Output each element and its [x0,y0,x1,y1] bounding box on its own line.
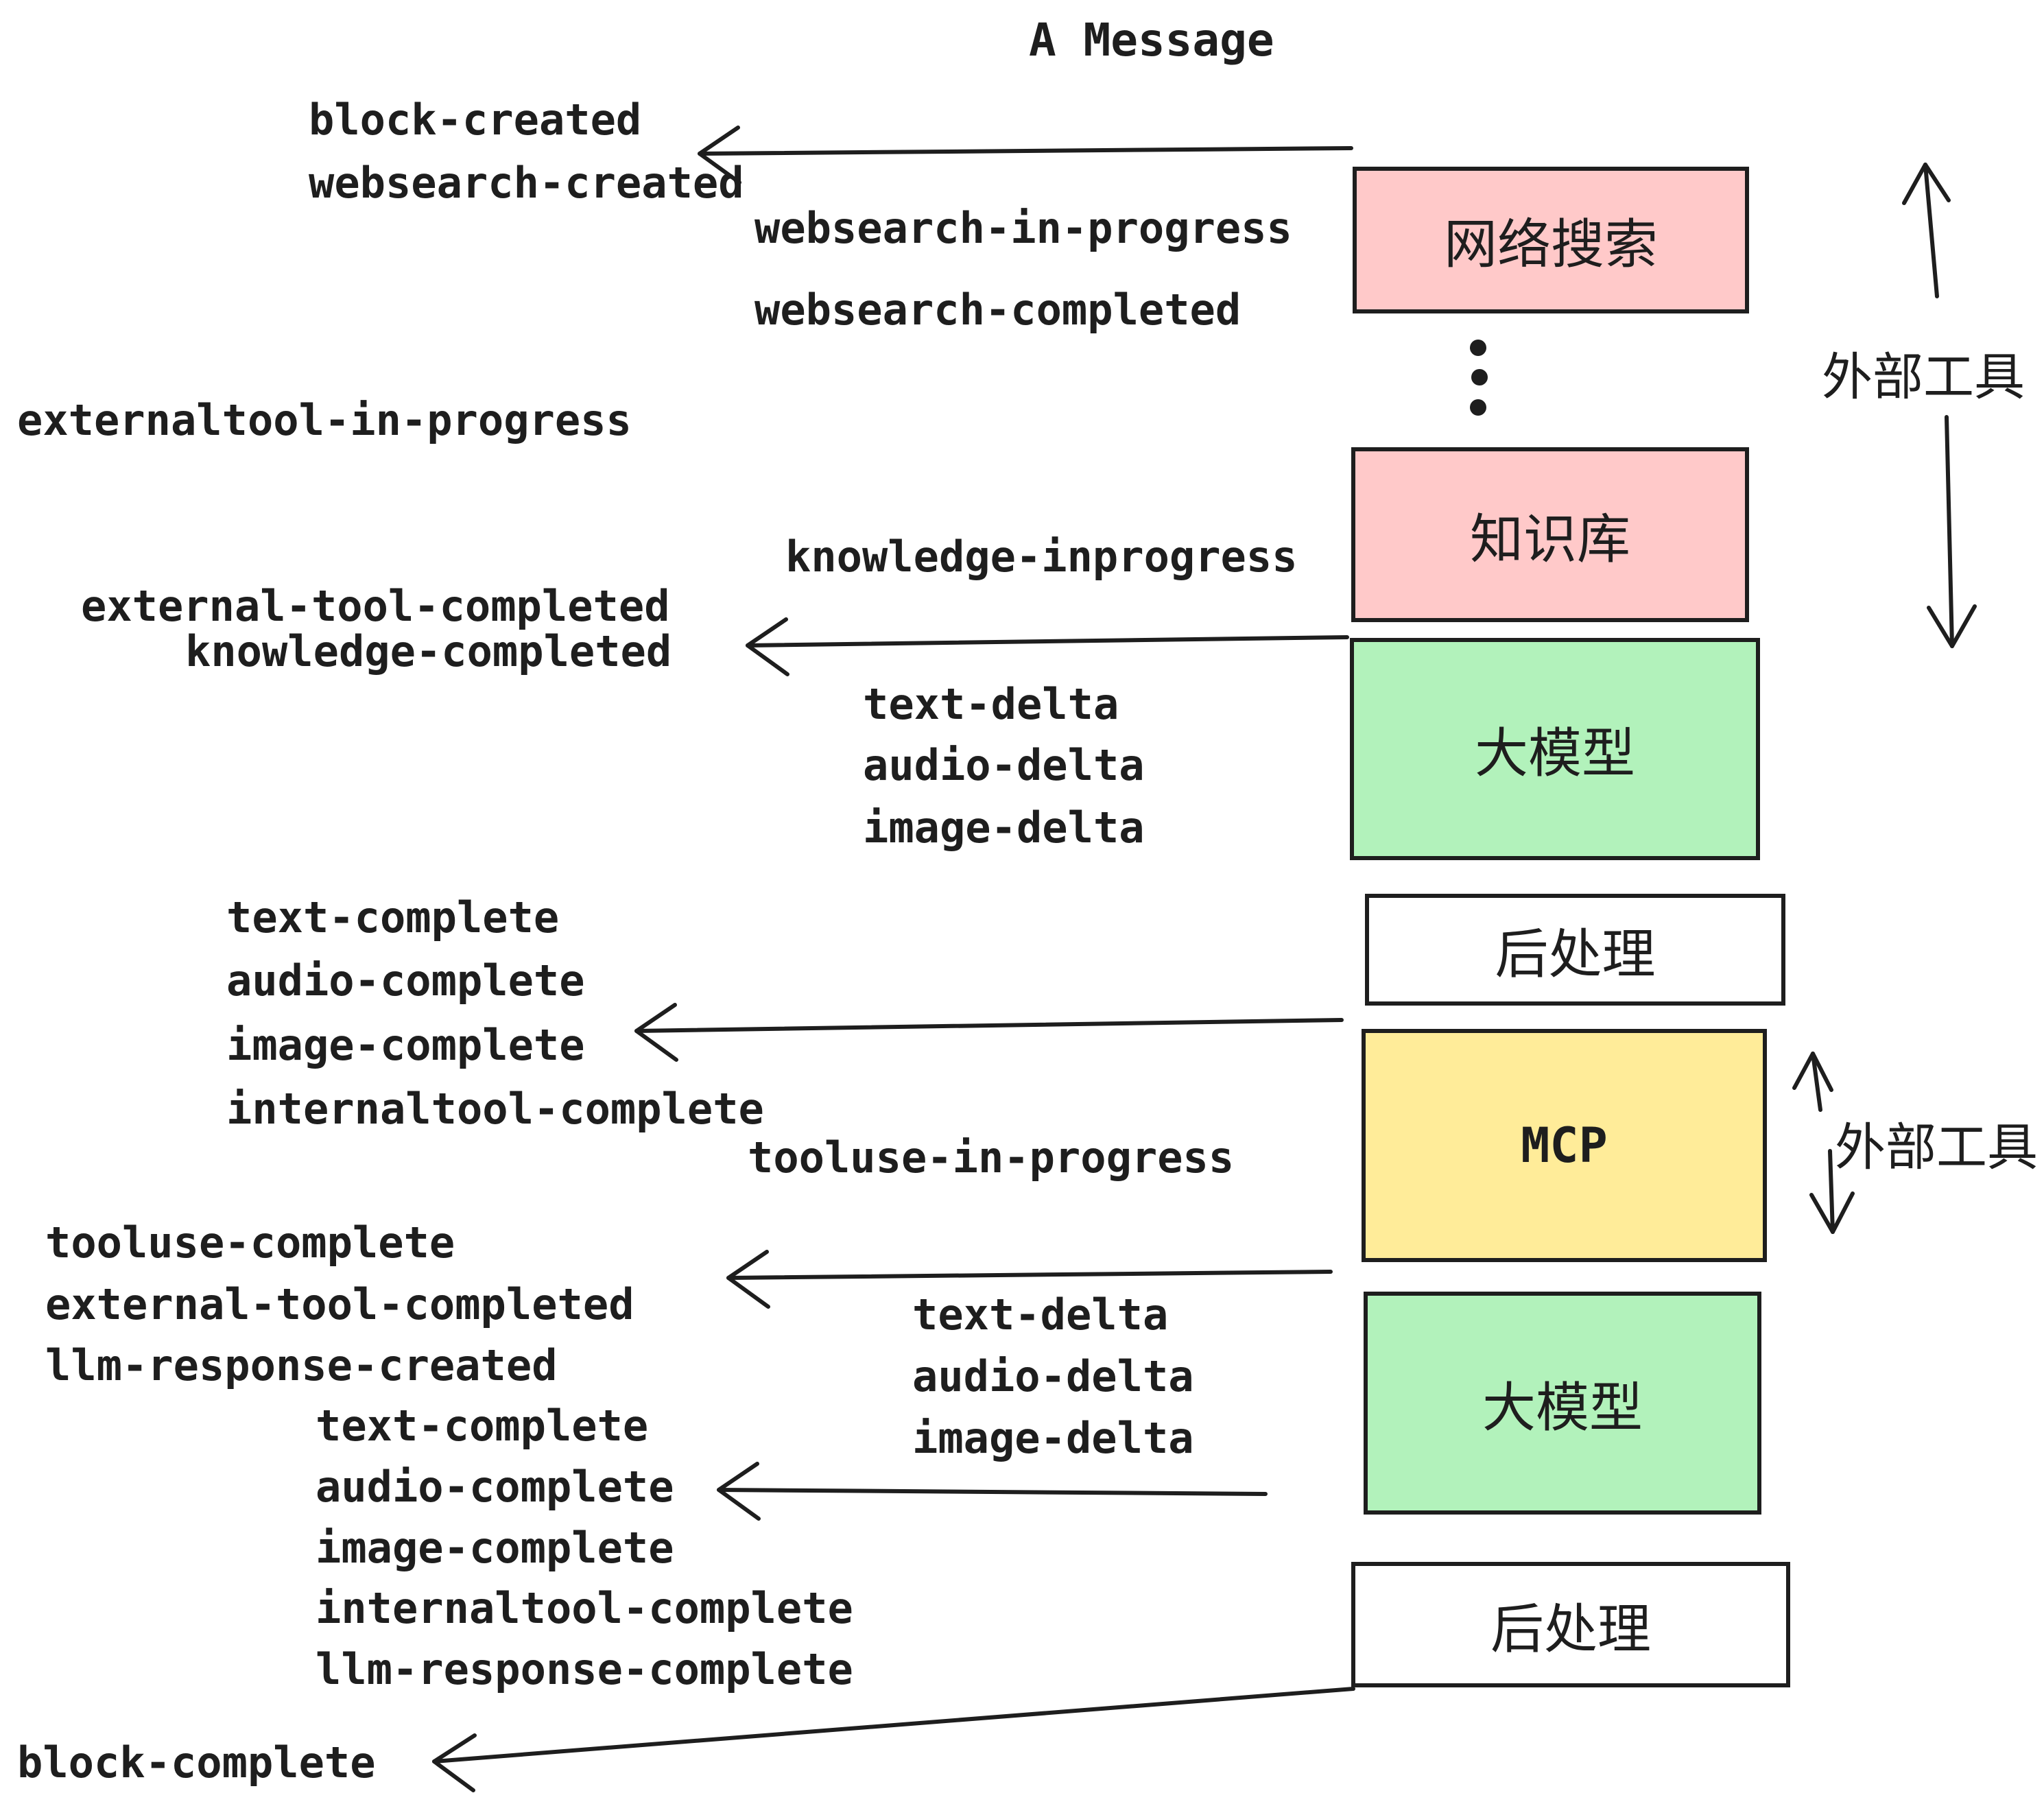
event-label-text-delta-2: text-delta [912,1290,1169,1340]
event-label-audio-complete-2: audio-complete [316,1462,674,1512]
event-label-text-complete-2: text-complete [316,1401,649,1451]
event-label-block-created: block-created [309,95,642,145]
event-label-audio-delta-2: audio-delta [912,1351,1194,1401]
event-label-text-complete-1: text-complete [226,892,560,942]
arrow-image-complete [634,1003,1344,1062]
node-postprocess-2: 后处理 [1351,1562,1790,1687]
node-postprocess-1-label: 后处理 [1495,923,1656,986]
event-label-block-complete: block-complete [17,1737,376,1788]
node-postprocess-1: 后处理 [1365,894,1785,1006]
node-knowledge: 知识库 [1351,447,1749,622]
node-llm-1-label: 大模型 [1474,723,1635,785]
event-label-websearch-in-progress: websearch-in-progress [754,203,1292,253]
diagram-title: A Message [1029,14,1274,67]
arrow-external-tools-up-1 [1902,163,1951,298]
node-websearch-label: 网络搜索 [1443,214,1658,276]
arrow-knowledge-completed [746,617,1349,676]
event-label-external-tool-completed: external-tool-completed [81,581,670,631]
node-websearch: 网络搜索 [1353,167,1749,313]
arrow-external-tools-down-1 [1927,415,1977,648]
event-label-websearch-completed: websearch-completed [754,285,1241,335]
event-label-image-delta-1: image-delta [863,803,1145,853]
event-label-text-delta-1: text-delta [863,679,1119,729]
node-llm-2: 大模型 [1364,1292,1761,1515]
event-label-internaltool-complete-1: internaltool-complete [226,1084,764,1134]
event-label-knowledge-completed: knowledge-completed [185,626,672,676]
ellipsis-dots [1470,340,1488,416]
event-label-tooluse-complete: tooluse-complete [45,1218,455,1268]
arrow-audio-complete [717,1462,1268,1521]
event-label-internaltool-complete-2: internaltool-complete [316,1583,853,1633]
node-postprocess-2-label: 后处理 [1490,1598,1651,1661]
arrow-external-tools-up-2 [1792,1052,1833,1112]
event-label-image-delta-2: image-delta [912,1413,1194,1463]
side-label-external-tools-2: 外部工具 [1835,1118,2038,1177]
event-label-externaltool-in-progress: externaltool-in-progress [17,395,632,445]
event-label-llm-response-complete: llm-response-complete [316,1644,853,1694]
arrow-block-complete [432,1687,1355,1792]
node-knowledge-label: 知识库 [1469,508,1630,571]
node-llm-1: 大模型 [1350,638,1760,860]
event-label-knowledge-inprogress: knowledge-inprogress [785,532,1298,582]
event-label-audio-complete-1: audio-complete [226,956,585,1006]
side-label-external-tools-1: 外部工具 [1822,348,2025,407]
node-mcp-label: MCP [1521,1117,1608,1174]
event-label-external-tool-completed-2: external-tool-completed [45,1279,634,1329]
event-label-tooluse-in-progress: tooluse-in-progress [748,1132,1235,1183]
event-label-image-complete-1: image-complete [226,1020,585,1070]
event-label-audio-delta-1: audio-delta [863,740,1145,790]
node-mcp: MCP [1362,1029,1767,1262]
event-label-websearch-created: websearch-created [309,158,744,208]
event-label-image-complete-2: image-complete [316,1523,674,1573]
node-llm-2-label: 大模型 [1482,1377,1643,1439]
arrow-websearch-created [698,126,1353,185]
event-label-llm-response-created: llm-response-created [45,1340,558,1390]
